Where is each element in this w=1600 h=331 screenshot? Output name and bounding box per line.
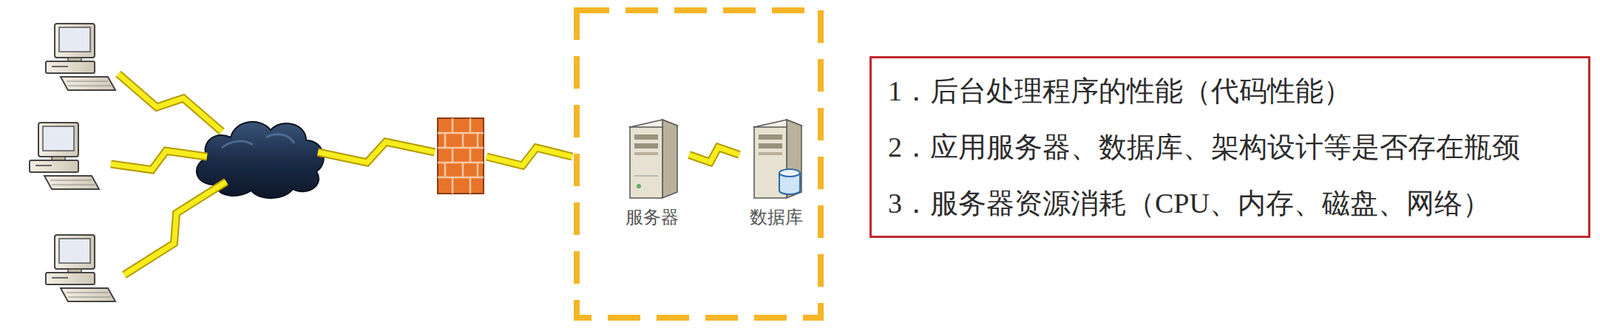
bolt-outline (124, 181, 227, 276)
node-label: 服务器 (625, 205, 679, 230)
note-line: 3．服务器资源消耗（CPU、内存、磁盘、网络） (887, 175, 1572, 232)
note-line: 1．后台处理程序的性能（代码性能） (887, 62, 1572, 120)
bolt-fill (110, 150, 208, 171)
bolt-fill (486, 147, 573, 166)
bolt-outline (118, 73, 222, 132)
bolt-fill (118, 73, 222, 132)
database-icon (746, 118, 806, 200)
database-node: 数据库 (739, 118, 814, 230)
lightning-link (689, 147, 740, 163)
bolt-fill (317, 141, 435, 163)
server-icon (622, 118, 682, 200)
dashed-region (576, 10, 821, 318)
note-line: 2．应用服务器、数据库、架构设计等是否存在瓶颈 (887, 119, 1572, 176)
bolt-outline (486, 147, 573, 166)
bolt-outline (689, 147, 740, 163)
bolt-outline (317, 141, 435, 163)
notes-box: 1．后台处理程序的性能（代码性能）2．应用服务器、数据库、架构设计等是否存在瓶颈… (869, 56, 1591, 239)
node-label: 数据库 (749, 205, 803, 230)
bolt-outline (110, 150, 208, 171)
bolt-fill (689, 147, 740, 163)
bolt-fill (124, 181, 227, 276)
server-node: 服务器 (615, 118, 690, 230)
